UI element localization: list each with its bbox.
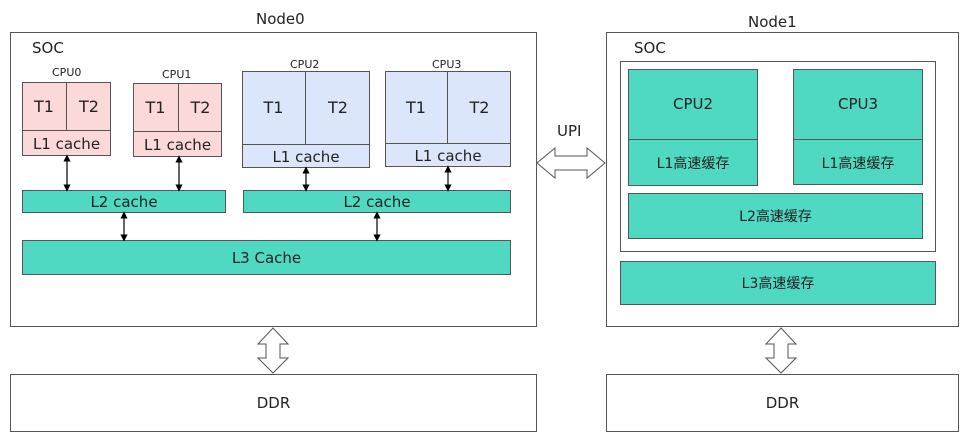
cpu3-t1: T1: [385, 71, 448, 144]
upi-arrow: [536, 146, 606, 180]
node0-title: Node0: [256, 10, 305, 28]
cpu3-label: CPU3: [432, 58, 462, 71]
cpu0-t2: T2: [67, 82, 111, 131]
cpu2-label: CPU2: [290, 58, 320, 71]
node1-soc-box: [620, 61, 936, 252]
node1-box: [606, 32, 959, 327]
node0-ddr: DDR: [10, 374, 537, 432]
node0-l3-cache: L3 Cache: [22, 240, 511, 275]
cpu0-label: CPU0: [52, 66, 82, 79]
node1-cpu2-l1: L1高速缓存: [656, 156, 730, 172]
node1-ddr: DDR: [606, 374, 959, 432]
cpu2-t2: T2: [306, 71, 370, 145]
node0-ddr-arrow: [256, 327, 290, 374]
cpu3-l1-cache: L1 cache: [414, 146, 482, 165]
node0-soc-label: SOC: [32, 39, 64, 57]
node1-cpu3-l1: L1高速缓存: [821, 155, 895, 172]
node1-l3-cache: L3高速缓存: [620, 261, 936, 305]
node1-cpu3-label: CPU3: [793, 69, 923, 140]
cpu0-l1-cache: L1 cache: [32, 134, 101, 153]
cpu1-label: CPU1: [162, 68, 192, 81]
node1-l2-cache: L2高速缓存: [628, 193, 923, 239]
cpu1-t2: T2: [179, 83, 222, 132]
cpu1-t1: T1: [133, 83, 179, 132]
node0-l2-cache-left: L2 cache: [22, 190, 226, 213]
cpu2-block: [242, 71, 370, 168]
node1-soc-label: SOC: [634, 39, 666, 57]
node1-ddr-arrow: [764, 327, 798, 374]
cpu2-l1-cache: L1 cache: [272, 147, 340, 166]
cpu2-t1: T1: [242, 71, 306, 145]
cpu3-block: [385, 71, 511, 167]
upi-label: UPI: [557, 122, 582, 140]
cpu0-t1: T1: [22, 82, 67, 131]
cpu3-t2: T2: [448, 71, 511, 144]
node1-cpu2-block: [628, 69, 758, 186]
node0-soc-box: [10, 32, 537, 327]
node1-cpu3-block: [793, 69, 923, 185]
cpu1-block: [133, 83, 222, 157]
node1-cpu2-label: CPU2: [628, 69, 758, 140]
node1-title: Node1: [748, 13, 797, 31]
cpu1-l1-cache: L1 cache: [143, 135, 212, 154]
